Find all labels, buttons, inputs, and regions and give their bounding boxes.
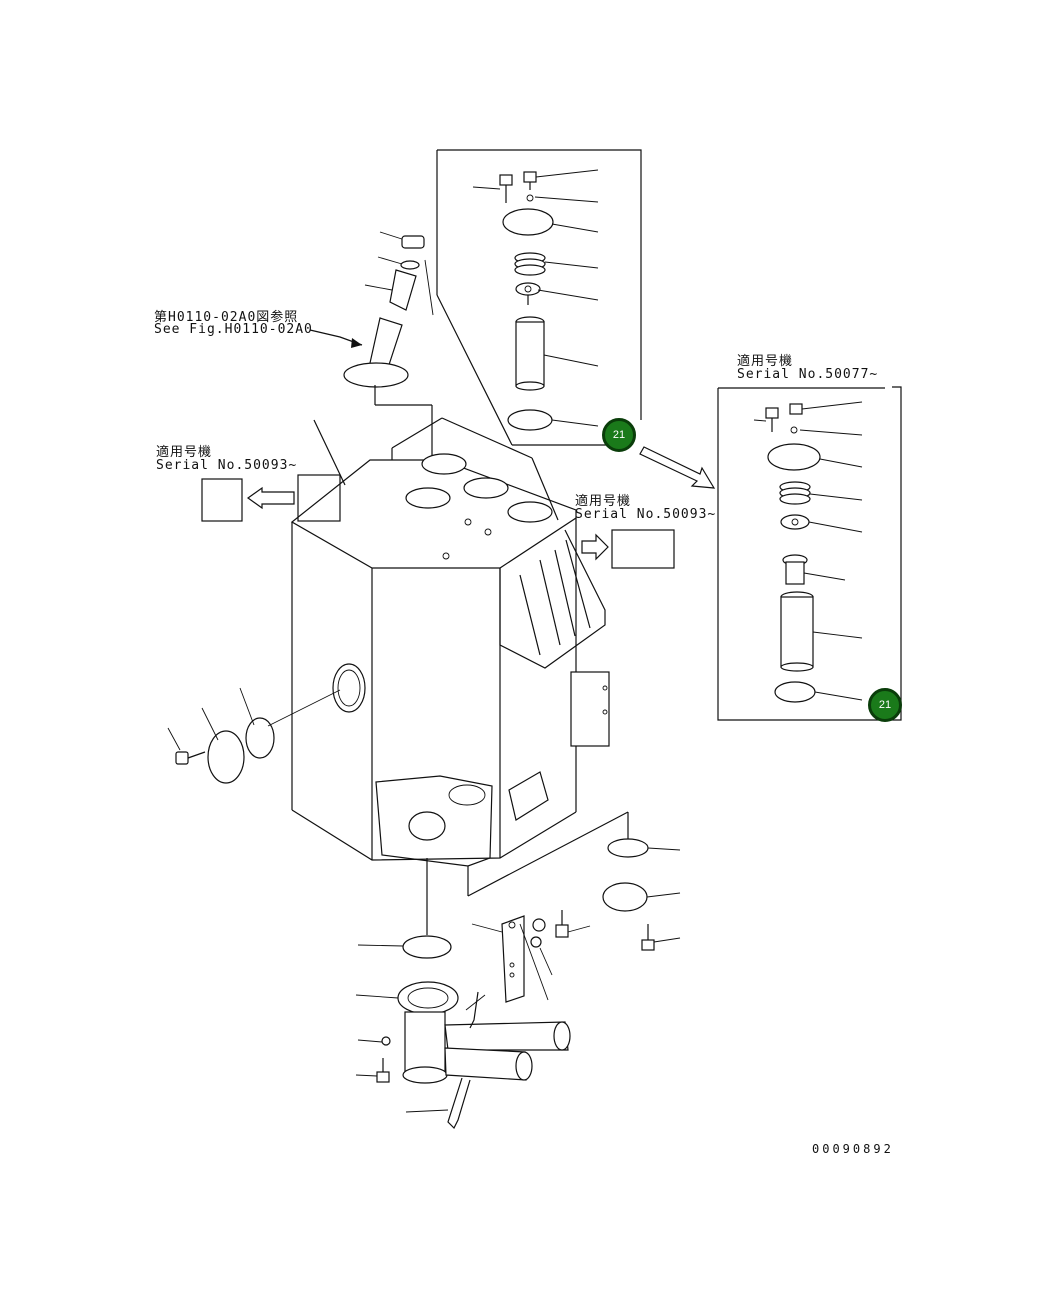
filler-pipe-assembly bbox=[343, 231, 434, 460]
serial-left-jp: 適用号機 bbox=[156, 445, 213, 460]
detail-arrow bbox=[639, 446, 716, 489]
serial-right-en: Serial No.50077~ bbox=[737, 367, 879, 382]
filter-parts-right bbox=[753, 401, 863, 703]
part-callout-21-right[interactable]: 21 bbox=[868, 688, 902, 722]
callout-label: 21 bbox=[878, 699, 892, 711]
reference-figure-jp: 第H0110-02A0図参照 bbox=[154, 310, 299, 325]
serial-left-en: Serial No.50093~ bbox=[156, 458, 298, 473]
side-cover-parts bbox=[167, 687, 341, 784]
drawing-number: 00090892 bbox=[812, 1142, 894, 1156]
lower-right-parts bbox=[602, 838, 681, 951]
reference-figure-en: See Fig.H0110-02A0 bbox=[154, 322, 313, 337]
bracket-detail-mid bbox=[581, 529, 675, 569]
bracket-detail-left bbox=[201, 419, 346, 522]
serial-mid-jp: 適用号機 bbox=[575, 494, 632, 509]
serial-right-jp: 適用号機 bbox=[737, 354, 794, 369]
callout-label: 21 bbox=[612, 429, 626, 441]
hydraulic-tank bbox=[290, 417, 629, 935]
filter-parts-top bbox=[472, 169, 599, 431]
filter-detail-frame-right bbox=[717, 386, 902, 721]
serial-mid-en: Serial No.50093~ bbox=[575, 507, 717, 522]
part-callout-21-top[interactable]: 21 bbox=[602, 418, 636, 452]
filter-detail-frame-top bbox=[436, 149, 642, 446]
suction-pipe-parts bbox=[355, 910, 591, 1130]
